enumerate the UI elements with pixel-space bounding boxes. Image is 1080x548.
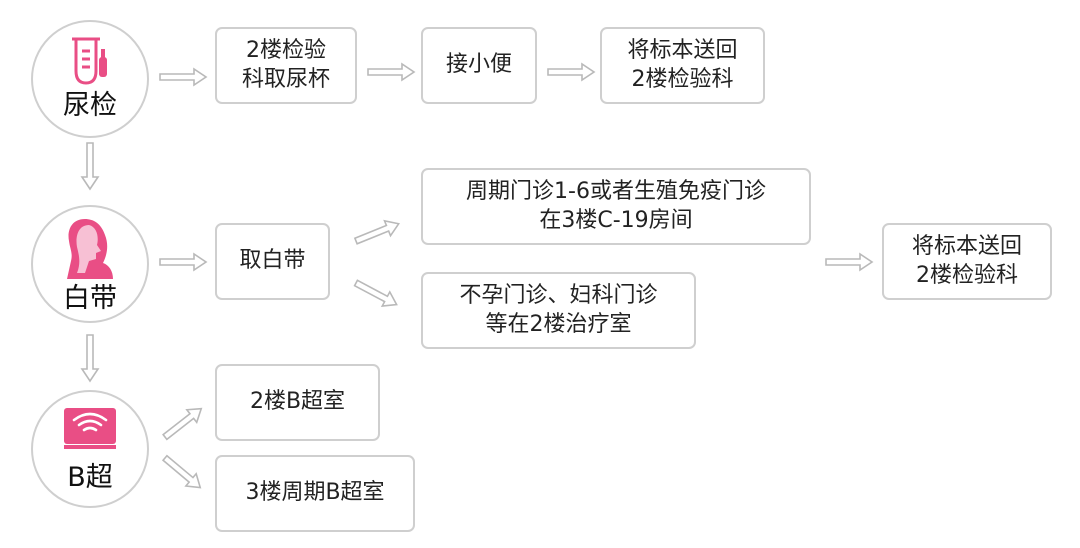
- ultrasound-monitor-icon: [62, 406, 118, 454]
- arrow-right: [825, 253, 873, 271]
- arrow-up-right: [352, 215, 403, 250]
- step-label: B超: [67, 462, 113, 493]
- ultrasound-node: B超: [31, 390, 149, 508]
- urine-test-node: 尿检: [31, 20, 149, 138]
- arrow-down-right: [351, 275, 402, 313]
- arrow-right: [159, 68, 207, 86]
- step-label: 白带: [63, 283, 117, 314]
- step-box: 取白带: [215, 223, 330, 300]
- arrow-right: [367, 63, 415, 81]
- step-label: 尿检: [63, 90, 117, 121]
- step-box: 3楼周期B超室: [215, 455, 415, 532]
- step-box: 不孕门诊、妇科门诊 等在2楼治疗室: [421, 272, 696, 349]
- arrow-up-right: [159, 401, 207, 445]
- arrow-down: [81, 142, 99, 190]
- step-box: 将标本送回 2楼检验科: [600, 27, 765, 104]
- step-box: 2楼检验 科取尿杯: [215, 27, 357, 104]
- woman-profile-icon: [63, 215, 117, 285]
- step-box: 周期门诊1-6或者生殖免疫门诊 在3楼C-19房间: [421, 168, 811, 245]
- leucorrhea-node: 白带: [31, 205, 149, 323]
- arrow-down-right: [159, 451, 207, 495]
- step-box: 将标本送回 2楼检验科: [882, 223, 1052, 300]
- arrow-right: [159, 253, 207, 271]
- test-tube-icon: [68, 35, 112, 91]
- step-box: 2楼B超室: [215, 364, 380, 441]
- arrow-down: [81, 334, 99, 382]
- arrow-right: [547, 63, 595, 81]
- step-box: 接小便: [421, 27, 537, 104]
